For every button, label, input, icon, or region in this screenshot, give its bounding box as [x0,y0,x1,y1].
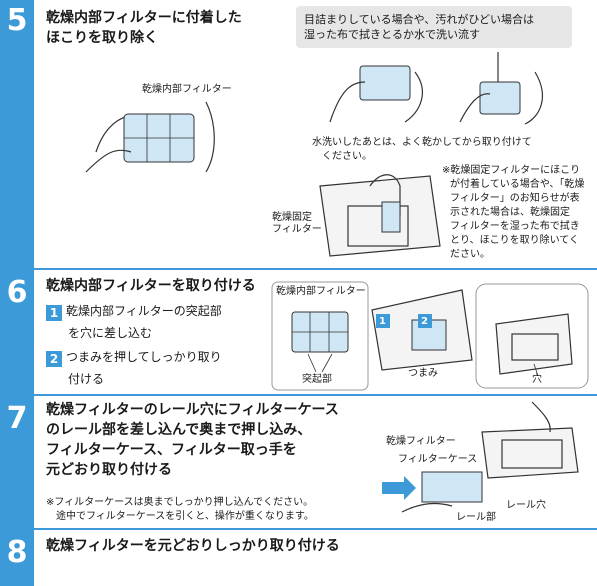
hole-figure [475,283,589,389]
internal-filter-label: 乾燥内部フィルター [276,286,366,297]
rail-label: レール部 [456,512,496,523]
step-7: 7 乾燥フィルターのレール穴にフィルターケース のレール部を差し込んで奥まで押し… [0,396,597,528]
step-number-band [0,530,34,586]
substep-number-badge: 2 [46,351,62,367]
dry-filter-label: 乾燥フィルター [386,436,456,447]
step-divider [0,268,597,270]
step-number-band [0,0,34,268]
step-8: 8 乾燥フィルターを元どおりしっかり取り付ける [0,530,597,586]
step-number: 7 [6,401,28,436]
internal-filter-figure [271,281,369,391]
step-title: 乾燥内部フィルターを取り付ける [46,278,256,294]
filter-case-label: フィルターケース [398,454,478,465]
internal-filter-label: 乾燥内部フィルター [142,84,232,95]
step-number: 5 [6,3,28,38]
protrusion-label: 突起部 [302,374,332,385]
figure-badge-1: 1 [379,316,386,327]
step-divider [0,528,597,530]
step-title: 乾燥フィルターのレール穴にフィルターケース のレール部を差し込んで奥まで押し込み… [46,402,339,478]
filter-case-insertion-figure [382,401,579,513]
step-title: 乾燥フィルターを元どおりしっかり取り付ける [46,538,340,554]
filter-removal-illustration [85,101,215,173]
step-number: 6 [6,275,28,310]
step-title: 乾燥内部フィルターに付着した ほこりを取り除く [46,10,242,46]
step-divider [0,394,597,396]
fixed-filter-note: ※乾燥固定フィルターにほこり が付着している場合や、「乾燥 フィルター」のお知ら… [442,165,585,260]
step-number-band [0,270,34,394]
hole-label: 穴 [532,374,542,385]
step-number-band [0,396,34,528]
filter-case-note: ※フィルターケースは奥までしっかり押し込んでください。 途中でフィルターケースを… [46,497,314,522]
filter-cleaning-illustration [329,52,544,125]
figure-badge-2: 2 [421,316,428,327]
step-5: 5 乾燥内部フィルターに付着した ほこりを取り除く 目詰まりしている場合や、汚れ… [0,0,597,268]
fixed-filter-label: 乾燥固定 フィルター [272,212,322,235]
cleaning-tip-box: 目詰まりしている場合や、汚れがひどい場合は 湿った布で拭きとるか水で洗い流す [296,6,572,48]
knob-label: つまみ [408,368,438,379]
filter-insertion-figure [371,289,473,371]
wash-dry-note: 水洗いしたあとは、よく乾かしてから取り付けて ください。 [312,137,532,162]
fixed-filter-illustration [319,174,441,257]
rail-hole-label: レール穴 [506,500,546,511]
step-number: 8 [6,535,28,570]
substep-number-badge: 1 [46,305,62,321]
